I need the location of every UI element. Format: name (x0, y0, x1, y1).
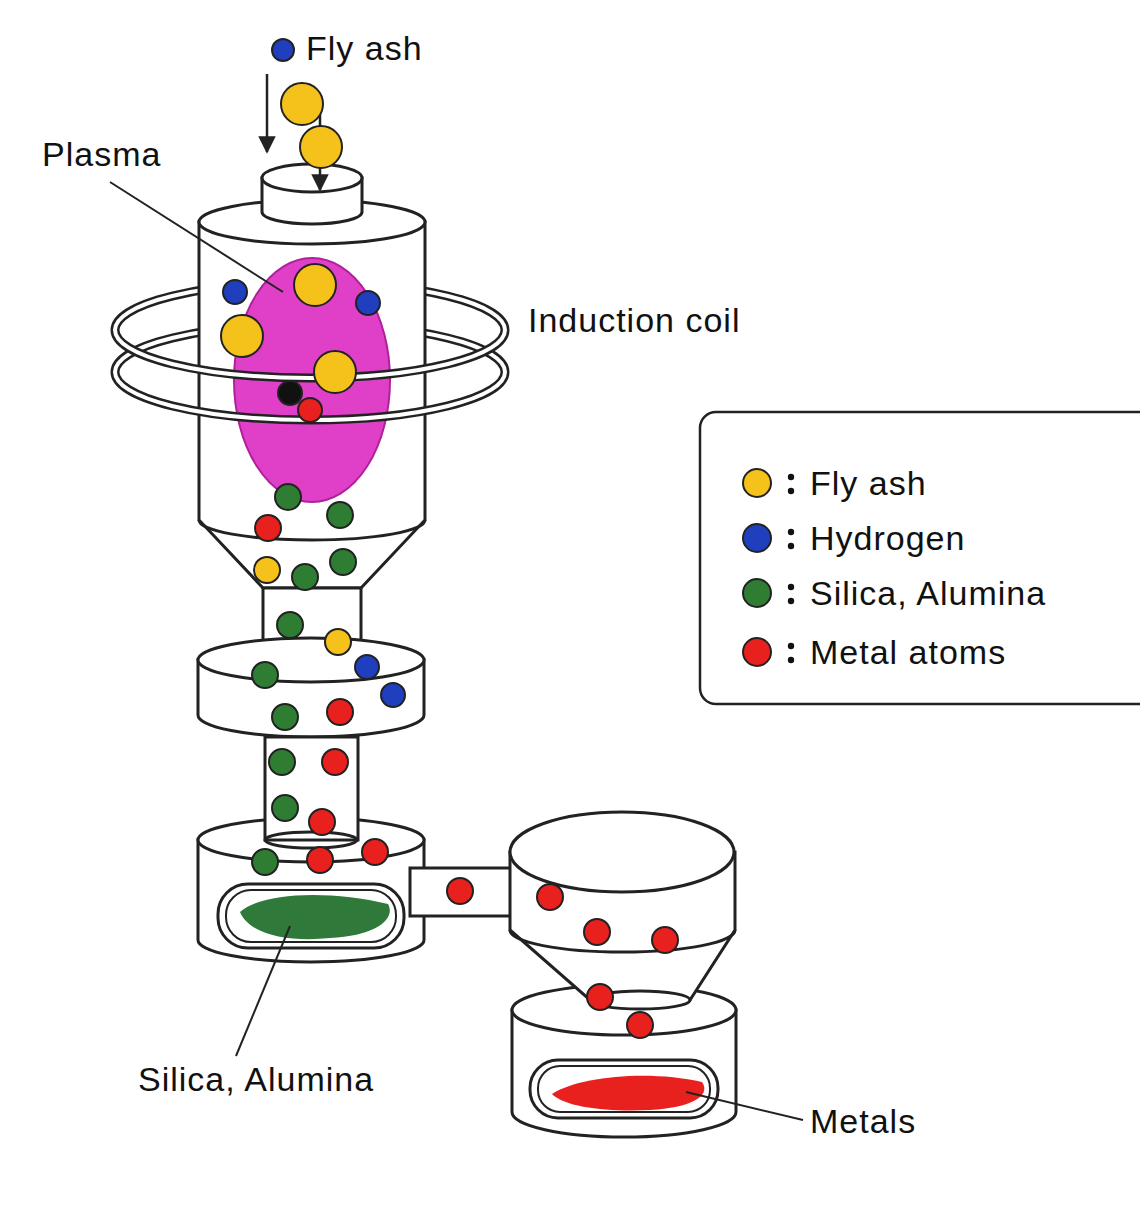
legend-text: Fly ash (810, 463, 927, 504)
feed-label: Fly ash (306, 28, 423, 69)
legend-swatch (742, 468, 772, 498)
part-label: Induction coil (528, 300, 740, 341)
connecting-pipe (410, 868, 522, 916)
legend-entry: Fly ash (742, 462, 927, 504)
leader-lines (110, 182, 803, 1120)
cyclone-separator (510, 812, 735, 1009)
part-label: Silica, Alumina (138, 1059, 374, 1100)
legend-text: Hydrogen (810, 518, 965, 559)
metal-collector (512, 985, 736, 1137)
legend-separator (786, 637, 798, 667)
legend-separator (786, 523, 798, 553)
legend-swatch (742, 578, 772, 608)
particles (221, 39, 678, 1038)
legend-text: Silica, Alumina (810, 573, 1046, 614)
legend-frame (700, 412, 1140, 704)
legend-text: Metal atoms (810, 632, 1006, 673)
legend-entry: Silica, Alumina (742, 572, 1046, 614)
legend-swatch (742, 637, 772, 667)
legend-swatch (742, 523, 772, 553)
part-label: Plasma (42, 134, 161, 175)
part-label: Metals (810, 1101, 916, 1142)
legend-separator (786, 468, 798, 498)
legend-entry: Hydrogen (742, 517, 965, 559)
legend-separator (786, 578, 798, 608)
legend-entry: Metal atoms (742, 631, 1006, 673)
reactor-pipework (198, 588, 424, 848)
